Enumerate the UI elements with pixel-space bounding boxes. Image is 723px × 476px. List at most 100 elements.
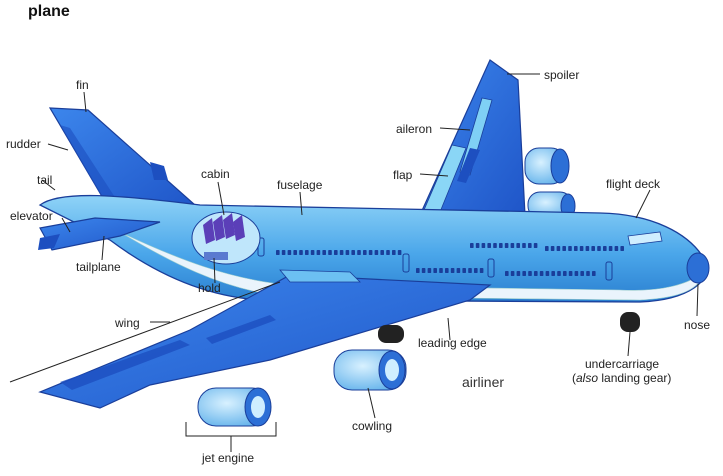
label-rudder: rudder xyxy=(6,137,41,151)
label-tailplane: tailplane xyxy=(76,260,121,274)
landing-gear-text: landing gear) xyxy=(598,371,672,385)
window xyxy=(392,250,396,255)
diagram-caption: airliner xyxy=(462,374,505,390)
window xyxy=(545,246,549,251)
window xyxy=(620,246,624,251)
label-nose: nose xyxy=(684,318,711,332)
window xyxy=(276,250,280,255)
label-elevator: elevator xyxy=(10,209,53,223)
window xyxy=(380,250,384,255)
window xyxy=(479,268,484,273)
undercarriage-wheels xyxy=(378,312,640,343)
window xyxy=(597,246,601,251)
window xyxy=(416,268,420,273)
window xyxy=(551,271,555,276)
window xyxy=(450,268,455,273)
window xyxy=(493,243,497,248)
window xyxy=(456,268,461,273)
window xyxy=(592,271,596,276)
window xyxy=(591,246,595,251)
window xyxy=(574,246,578,251)
window xyxy=(563,271,567,276)
window xyxy=(510,243,515,248)
tailplane xyxy=(38,217,161,251)
window xyxy=(363,250,367,255)
window xyxy=(522,271,526,276)
window xyxy=(586,271,590,276)
label-tail: tail xyxy=(37,173,53,187)
label-flight-deck: flight deck xyxy=(606,177,661,191)
window xyxy=(487,243,491,248)
near-wing xyxy=(9,269,492,409)
far-wing xyxy=(419,59,526,216)
window xyxy=(481,243,486,248)
window xyxy=(445,268,449,273)
window xyxy=(293,250,297,255)
window xyxy=(339,250,344,255)
window xyxy=(427,268,432,273)
window xyxy=(614,246,619,251)
near-engines xyxy=(197,349,407,427)
window xyxy=(287,250,292,255)
window xyxy=(580,271,584,276)
label-flap: flap xyxy=(393,168,413,182)
window xyxy=(368,250,373,255)
window xyxy=(374,250,379,255)
window xyxy=(470,243,474,248)
window xyxy=(568,271,573,276)
label-undercarriage: undercarriage xyxy=(585,357,660,371)
window xyxy=(545,271,550,276)
window xyxy=(281,250,286,255)
window xyxy=(603,246,607,251)
window xyxy=(316,250,321,255)
window xyxy=(499,243,503,248)
window xyxy=(557,271,561,276)
page-title: plane xyxy=(28,3,70,20)
paren-open: ( xyxy=(572,371,576,385)
window xyxy=(608,246,613,251)
window xyxy=(585,246,590,251)
window xyxy=(351,250,355,255)
window xyxy=(468,268,472,273)
window xyxy=(574,271,579,276)
window xyxy=(556,246,561,251)
window xyxy=(505,271,509,276)
window xyxy=(550,246,555,251)
label-aileron: aileron xyxy=(396,122,433,136)
label-spoiler: spoiler xyxy=(544,68,580,82)
window xyxy=(397,250,402,255)
label-cabin: cabin xyxy=(201,167,230,181)
window xyxy=(510,271,515,276)
window xyxy=(528,243,532,248)
window xyxy=(421,268,426,273)
window xyxy=(322,250,326,255)
window xyxy=(474,268,478,273)
window xyxy=(516,243,520,248)
window xyxy=(562,246,566,251)
window xyxy=(462,268,466,273)
window xyxy=(299,250,303,255)
window xyxy=(534,271,538,276)
far-engines xyxy=(524,147,576,219)
label-hold: hold xyxy=(198,281,221,295)
window xyxy=(357,250,361,255)
label-fuselage: fuselage xyxy=(277,178,323,192)
leader-lines xyxy=(41,73,699,452)
window xyxy=(568,246,572,251)
window xyxy=(345,250,350,255)
window xyxy=(504,243,509,248)
window xyxy=(433,268,437,273)
cabin-windows xyxy=(276,243,624,276)
window xyxy=(475,243,480,248)
also-italic: also xyxy=(576,371,599,385)
window xyxy=(439,268,443,273)
window xyxy=(305,250,309,255)
label-landing-gear: (also landing gear) xyxy=(572,371,671,385)
window xyxy=(522,243,526,248)
label-wing: wing xyxy=(115,316,140,330)
window xyxy=(310,250,315,255)
label-jet-engine: jet engine xyxy=(202,451,255,465)
label-leading-edge: leading edge xyxy=(418,336,487,350)
window xyxy=(579,246,584,251)
